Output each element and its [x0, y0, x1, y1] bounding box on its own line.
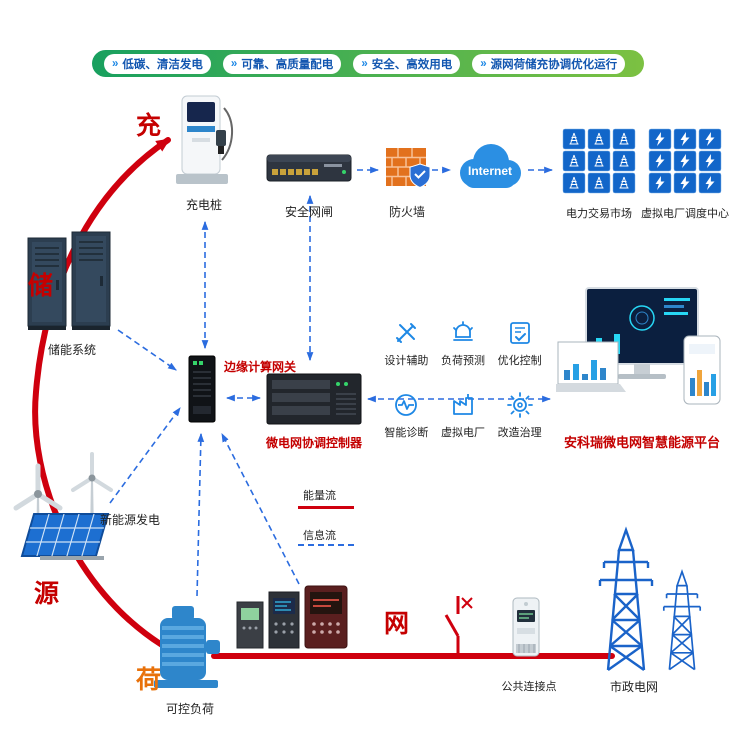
platform-illustration: [556, 287, 721, 405]
design-assist-icon: [396, 323, 417, 343]
function-label: 智能诊断: [384, 427, 429, 439]
link-load-gateway: [196, 432, 205, 597]
power-trading-market-label: 电力交易市场: [566, 208, 632, 220]
function-label: 设计辅助: [384, 355, 429, 367]
big-label-grid: 网: [384, 610, 410, 638]
legend-energy-flow-line: [298, 506, 354, 509]
microgrid-controller-label: 微电网协调控制器: [265, 436, 363, 450]
virtual-power-plant-icon: [453, 394, 473, 415]
top-banner: » 低碳、清洁发电 » 可靠、高质量配电 » 安全、高效用电 » 源网荷储充协调…: [92, 50, 644, 77]
banner-item-clean-generation: » 低碳、清洁发电: [104, 53, 211, 74]
function-retrofit-governance: 改造治理: [491, 392, 548, 440]
optimize-control-icon: [509, 322, 530, 344]
firewall-illustration: [386, 148, 431, 189]
security-gateway-label: 安全网闸: [284, 205, 334, 219]
chevron-icon: »: [480, 57, 487, 70]
charging-pile-illustration: [176, 95, 233, 184]
banner-label: 安全、高效用电: [371, 58, 453, 71]
banner-item-safe-usage: » 安全、高效用电: [353, 53, 461, 74]
security-gateway-illustration: [266, 154, 352, 182]
internet-label: Internet: [467, 164, 513, 178]
function-label: 优化控制: [497, 355, 542, 367]
big-label-charge: 充: [136, 112, 162, 140]
legend-energy-flow-label: 能量流: [303, 490, 336, 502]
edge-gateway-label: 边缘计算网关: [224, 360, 297, 374]
municipal-grid-label: 市政电网: [609, 680, 659, 694]
controllable-load-illustration: [154, 606, 220, 688]
big-label-load: 荷: [136, 666, 162, 694]
protection-meters-illustration: [236, 585, 348, 649]
banner-label: 低碳、清洁发电: [122, 58, 203, 71]
function-label: 改造治理: [497, 427, 542, 439]
banner-item-coordinated-operation: » 源网荷储充协调优化运行: [472, 53, 626, 74]
pcc-label: 公共连接点: [501, 681, 557, 693]
banner-item-reliable-distribution: » 可靠、高质量配电: [222, 53, 342, 74]
pcc-switch: [444, 596, 473, 656]
banner-label: 源网荷储充协调优化运行: [490, 58, 618, 71]
legend-info-flow-label: 信息流: [303, 530, 336, 542]
energy-arc: [32, 137, 171, 648]
power-trading-market-illustration: [562, 128, 636, 194]
function-optimize-control: 优化控制: [491, 320, 548, 368]
retrofit-governance-icon: [506, 392, 533, 418]
function-load-forecast: 负荷预测: [435, 320, 492, 368]
link-meters-gateway: [221, 432, 300, 585]
big-label-storage: 储: [28, 272, 54, 300]
function-label: 虚拟电厂: [440, 427, 485, 439]
controllable-load-label: 可控负荷: [165, 702, 215, 716]
firewall-label: 防火墙: [388, 205, 426, 219]
renewable-generation-label: 新能源发电: [100, 513, 161, 527]
platform-functions-grid: 设计辅助 负荷预测 优化控制 智能诊断: [378, 320, 548, 440]
municipal-grid-illustration: [598, 528, 702, 672]
chevron-icon: »: [112, 57, 119, 70]
vpp-dispatch-center-illustration: [648, 128, 722, 194]
function-design-assist: 设计辅助: [378, 320, 435, 368]
big-label-source: 源: [34, 580, 60, 608]
function-label: 负荷预测: [440, 355, 485, 367]
edge-gateway-illustration: [188, 355, 216, 423]
smart-diagnosis-icon: [395, 394, 418, 416]
function-virtual-power-plant: 虚拟电厂: [435, 392, 492, 440]
chevron-icon: »: [230, 57, 238, 70]
renewable-generation-illustration: [13, 452, 113, 560]
link-storage-gateway: [117, 329, 177, 371]
vpp-dispatch-center-label: 虚拟电厂调度中心: [641, 208, 729, 220]
pcc-meter-illustration: [512, 597, 540, 657]
charging-pile-label: 充电桩: [185, 198, 223, 212]
load-forecast-icon: [453, 321, 473, 341]
platform-label: 安科瑞微电网智慧能源平台: [563, 435, 721, 450]
microgrid-controller-illustration: [266, 373, 362, 425]
banner-label: 可靠、高质量配电: [241, 58, 334, 71]
storage-system-label: 储能系统: [47, 343, 97, 357]
legend-info-flow-line: [298, 544, 354, 546]
function-smart-diagnosis: 智能诊断: [378, 392, 435, 440]
chevron-icon: »: [361, 57, 368, 70]
internet-cloud-icon: [460, 144, 521, 188]
